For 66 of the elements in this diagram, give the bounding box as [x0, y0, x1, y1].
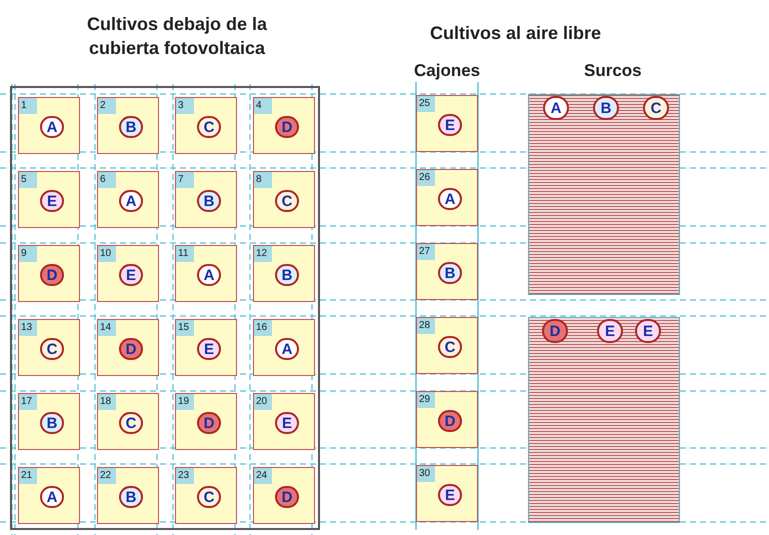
plot-box — [253, 319, 315, 376]
plot-number: 8 — [254, 172, 272, 188]
plot-number: 17 — [19, 394, 37, 410]
plot-box — [253, 393, 315, 450]
plot-number: 7 — [176, 172, 194, 188]
plot-number: 6 — [98, 172, 116, 188]
plot-box — [18, 319, 80, 376]
plot-box — [175, 245, 237, 302]
column-heading: Cajones — [414, 60, 480, 82]
plot-box — [416, 465, 478, 522]
plot-number: 14 — [98, 320, 116, 336]
plot-box — [18, 171, 80, 228]
plot-number: 1 — [19, 98, 37, 114]
plot-number: 5 — [19, 172, 37, 188]
plot-number: 12 — [254, 246, 272, 262]
plot-number: 25 — [417, 96, 435, 112]
plot-box — [416, 243, 478, 300]
plot-box — [97, 171, 159, 228]
plot-box — [416, 95, 478, 152]
plot-box — [18, 97, 80, 154]
plot-box — [97, 97, 159, 154]
plot-number: 23 — [176, 468, 194, 484]
plot-box — [18, 245, 80, 302]
plot-number: 16 — [254, 320, 272, 336]
plot-box — [18, 467, 80, 524]
plot-box — [175, 97, 237, 154]
plot-number: 24 — [254, 468, 272, 484]
plot-box — [97, 319, 159, 376]
plot-number: 22 — [98, 468, 116, 484]
plot-box — [253, 245, 315, 302]
plot-box — [416, 317, 478, 374]
plot-number: 18 — [98, 394, 116, 410]
plot-number: 3 — [176, 98, 194, 114]
plot-number: 10 — [98, 246, 116, 262]
furrow-field — [528, 317, 680, 523]
plot-number: 30 — [417, 466, 435, 482]
plot-box — [416, 169, 478, 226]
plot-number: 19 — [176, 394, 194, 410]
plot-number: 15 — [176, 320, 194, 336]
plot-box — [253, 97, 315, 154]
plot-box — [175, 319, 237, 376]
plot-number: 27 — [417, 244, 435, 260]
plot-box — [18, 393, 80, 450]
plot-number: 2 — [98, 98, 116, 114]
plot-box — [175, 393, 237, 450]
plot-box — [175, 171, 237, 228]
plot-number: 29 — [417, 392, 435, 408]
plot-box — [416, 391, 478, 448]
plot-number: 21 — [19, 468, 37, 484]
plot-number: 4 — [254, 98, 272, 114]
plot-box — [253, 171, 315, 228]
plot-box — [97, 245, 159, 302]
plot-number: 26 — [417, 170, 435, 186]
furrow-field — [528, 94, 680, 295]
plot-box — [97, 467, 159, 524]
plot-number: 9 — [19, 246, 37, 262]
plot-box — [175, 467, 237, 524]
plot-number: 11 — [176, 246, 194, 262]
plot-number: 28 — [417, 318, 435, 334]
plot-number: 13 — [19, 320, 37, 336]
plot-number: 20 — [254, 394, 272, 410]
plot-box — [253, 467, 315, 524]
section-heading: Cultivos al aire libre — [430, 22, 602, 45]
section-heading: Cultivos debajo de la cubierta fotovoltaica — [86, 13, 268, 60]
column-heading: Surcos — [584, 60, 642, 82]
plot-box — [97, 393, 159, 450]
